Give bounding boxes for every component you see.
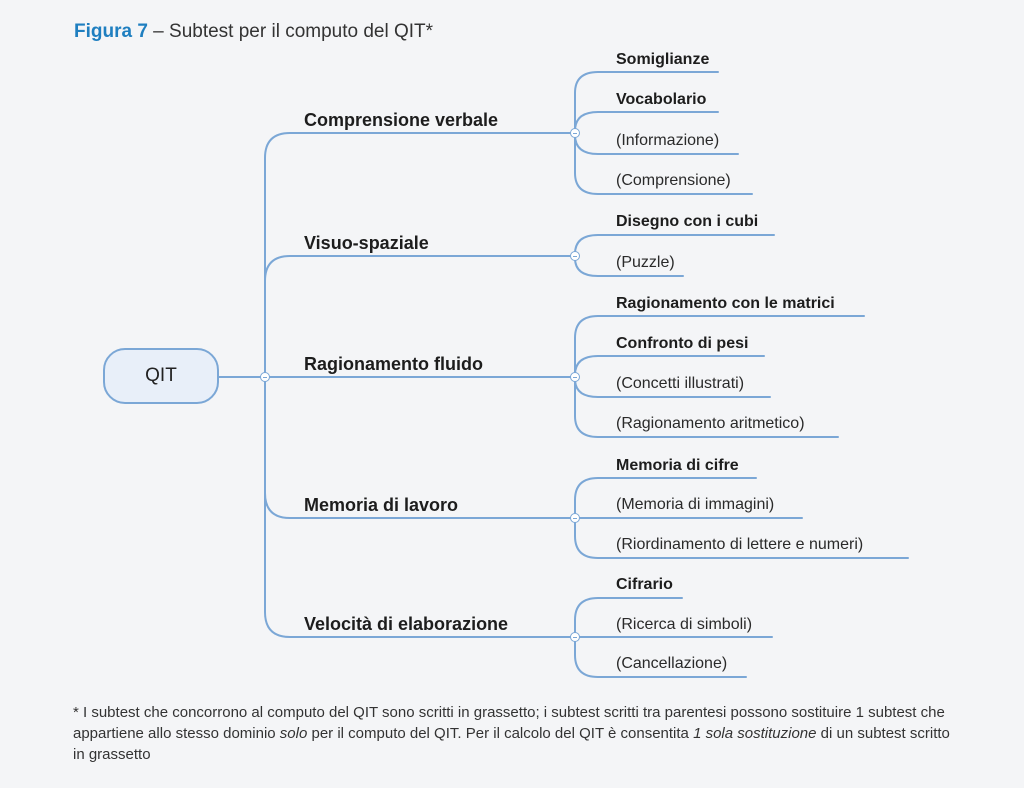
footnote: * I subtest che concorrono al computo de…: [73, 702, 953, 765]
leaf-node-1-4[interactable]: (Comprensione): [616, 172, 731, 189]
leaf-node-5-1[interactable]: Cifrario: [616, 576, 673, 593]
leaf-node-1-3[interactable]: (Informazione): [616, 132, 720, 149]
branch-node-5[interactable]: Velocità di elaborazione: [304, 614, 509, 634]
collapse-root-icon[interactable]: [260, 372, 270, 382]
collapse-branch-5-icon[interactable]: [570, 632, 580, 642]
connector-leaf-3-4: [574, 376, 839, 438]
leaf-node-2-2[interactable]: (Puzzle): [616, 254, 675, 271]
connector-leaf-5-3: [574, 636, 747, 678]
leaf-node-4-2[interactable]: (Memoria di immagini): [616, 496, 775, 513]
figure-caption: Figura 7 – Subtest per il computo del QI…: [74, 21, 433, 43]
leaf-node-1-2[interactable]: Vocabolario: [616, 91, 707, 108]
collapse-branch-3-icon[interactable]: [570, 372, 580, 382]
leaf-node-5-3[interactable]: (Cancellazione): [616, 655, 728, 672]
figure-label: Figura 7: [74, 21, 148, 42]
leaf-node-2-1[interactable]: Disegno con i cubi: [616, 213, 759, 230]
leaf-node-4-1[interactable]: Memoria di cifre: [616, 457, 739, 474]
connector-leaf-3-1: [574, 315, 865, 378]
leaf-node-1-1[interactable]: Somiglianze: [616, 51, 710, 68]
footnote-part-2: per il computo del QIT. Per il calcolo d…: [307, 725, 694, 742]
connector-leaf-4-3: [574, 517, 909, 559]
connector-leaf-4-1: [574, 477, 757, 519]
connector-leaf-5-1: [574, 597, 683, 638]
mind-map: QIT Comprensione verbale Visuo-spaziale …: [103, 51, 909, 678]
connector-leaf-1-1: [574, 71, 719, 134]
branch-node-2[interactable]: Visuo-spaziale: [304, 233, 429, 253]
connector-leaf-2-1: [574, 234, 775, 257]
footnote-italic-1: solo: [279, 725, 308, 742]
leaf-node-3-2[interactable]: Confronto di pesi: [616, 335, 749, 352]
mind-map-connectors: [218, 71, 909, 678]
collapse-branch-2-icon[interactable]: [570, 251, 580, 261]
branch-node-1[interactable]: Comprensione verbale: [304, 110, 499, 130]
footnote-italic-2: 1 sola sostituzione: [693, 725, 817, 742]
leaf-node-3-1[interactable]: Ragionamento con le matrici: [616, 295, 835, 312]
connector-branch-2: [264, 255, 576, 378]
footnote-part-1: * I subtest che concorrono al computo de…: [73, 704, 945, 742]
branch-node-3[interactable]: Ragionamento fluido: [304, 354, 483, 374]
branch-node-4[interactable]: Memoria di lavoro: [304, 495, 459, 515]
leaf-node-4-3[interactable]: (Riordinamento di lettere e numeri): [616, 536, 864, 553]
leaf-node-3-4[interactable]: (Ragionamento aritmetico): [616, 415, 805, 432]
footnote-part-3: di un subtest scritto in grassetto: [73, 725, 950, 763]
figure-separator: –: [147, 21, 170, 42]
leaf-node-5-2[interactable]: (Ricerca di simboli): [616, 616, 753, 633]
connector-leaf-1-2: [574, 111, 719, 134]
figure-title: Subtest per il computo del QIT*: [169, 21, 434, 42]
connector-leaf-3-2: [574, 355, 765, 378]
root-node-label: QIT: [145, 365, 177, 386]
root-node[interactable]: QIT: [103, 348, 219, 404]
connector-branch-1: [264, 132, 576, 378]
leaf-node-3-3[interactable]: (Concetti illustrati): [616, 375, 745, 392]
collapse-branch-1-icon[interactable]: [570, 128, 580, 138]
connector-branch-5: [264, 376, 576, 638]
connector-leaf-1-4: [574, 132, 753, 195]
collapse-branch-4-icon[interactable]: [570, 513, 580, 523]
